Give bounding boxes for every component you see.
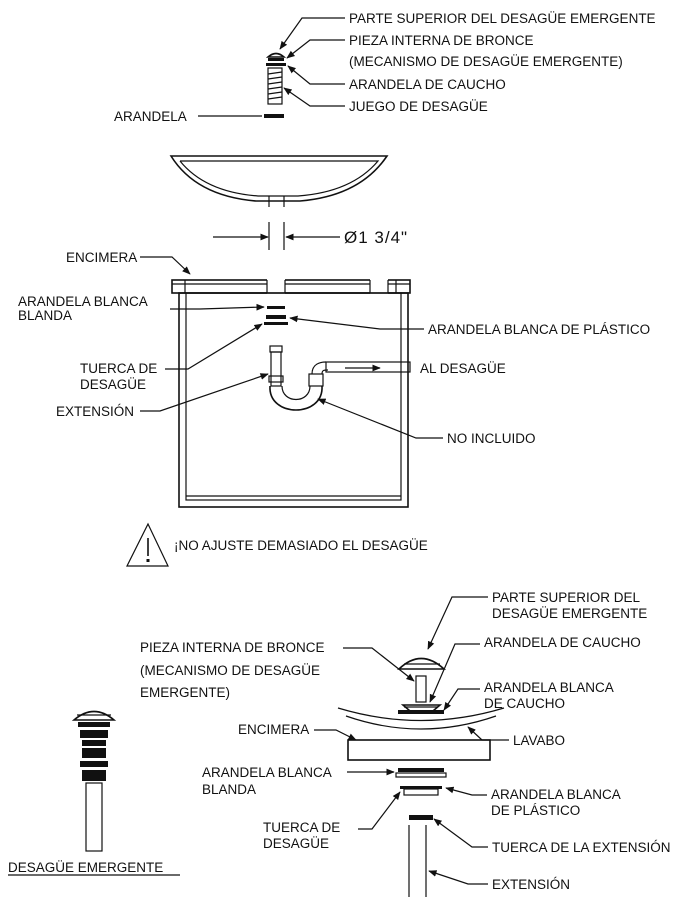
drain-body [267, 67, 283, 105]
label-b-rubber-washer: ARANDELA DE CAUCHO [484, 635, 641, 650]
extension-nut [409, 815, 433, 820]
label-b-countertop: ENCIMERA [238, 722, 309, 737]
cabinet-labels: ENCIMERA ARANDELA BLANCA BLANDA TUERCA D… [18, 250, 650, 446]
label-soft-white-washer-2: BLANDA [18, 308, 72, 323]
cabinet [171, 278, 411, 508]
label-b-drain-nut-2: DESAGÜE [263, 836, 329, 851]
label-rubber-washer: ARANDELA DE CAUCHO [349, 77, 506, 92]
bottom-leaders [314, 596, 509, 885]
drain-top-cap [265, 52, 287, 58]
label-b-brass-insert-2: (MECANISMO DE DESAGÜE [140, 663, 320, 678]
label-b-extension: EXTENSIÓN [492, 877, 570, 892]
label-washer: ARANDELA [114, 109, 187, 124]
label-b-plastic-washer: ARANDELA BLANCA [491, 787, 621, 802]
label-brass-insert: PIEZA INTERNA DE BRONCE [349, 33, 534, 48]
drain-thread [267, 71, 283, 100]
label-b-soft-washer-2: BLANDA [202, 782, 256, 797]
warning-text: ¡NO AJUSTE DEMASIADO EL DESAGÜE [174, 538, 428, 553]
label-extension: EXTENSIÓN [56, 404, 134, 419]
label-b-drain-nut: TUERCA DE [263, 820, 340, 835]
bottom-plastic-washer [400, 786, 442, 789]
label-drain-top: PARTE SUPERIOR DEL DESAGÜE EMERGENTE [349, 11, 656, 26]
washer [264, 114, 284, 118]
drain-nut [264, 322, 288, 325]
basin-arc-1 [337, 707, 505, 722]
top-drain-assembly [264, 52, 287, 118]
label-not-included: NO INCLUIDO [447, 431, 536, 446]
label-b-brass-insert-3: EMERGENTE) [140, 685, 230, 700]
label-b-brass-insert: PIEZA INTERNA DE BRONCE [140, 640, 325, 655]
label-b-soft-washer: ARANDELA BLANCA [202, 765, 332, 780]
label-drain-nut-2: DESAGÜE [80, 377, 146, 392]
warning-icon [126, 522, 169, 567]
label-countertop: ENCIMERA [66, 250, 137, 265]
label-drain-nut: TUERCA DE [80, 361, 157, 376]
label-b-plastic-washer-2: DE PLÁSTICO [491, 803, 580, 818]
warning: ¡NO AJUSTE DEMASIADO EL DESAGÜE [126, 522, 428, 567]
label-brass-insert-note: (MECANISMO DE DESAGÜE EMERGENTE) [349, 54, 623, 69]
label-soft-white-washer: ARANDELA BLANCA [18, 294, 148, 309]
soft-white-washer [267, 306, 285, 309]
white-plastic-washer [266, 315, 286, 319]
rubber-washer [266, 63, 286, 66]
top-labels: PARTE SUPERIOR DEL DESAGÜE EMERGENTE PIE… [114, 11, 656, 124]
bottom-brass-insert [415, 675, 427, 703]
cabinet-parts [264, 306, 411, 411]
dimension-callout: Ø1 3/4" [213, 222, 408, 250]
label-b-drain-top: PARTE SUPERIOR DEL [492, 590, 641, 605]
label-drain-kit: JUEGO DE DESAGÜE [349, 99, 488, 114]
diameter-dimension: Ø1 3/4" [344, 228, 408, 247]
product-caption: DESAGÜE EMERGENTE [8, 860, 163, 875]
basin-arc-2 [345, 715, 497, 730]
p-trap [268, 345, 411, 411]
bottom-labels: PARTE SUPERIOR DEL DESAGÜE EMERGENTE PIE… [140, 590, 671, 892]
bottom-assembly [337, 657, 505, 897]
cabinet-leaders [140, 256, 443, 439]
bottom-countertop [347, 739, 491, 761]
label-white-plastic-washer: ARANDELA BLANCA DE PLÁSTICO [428, 322, 650, 337]
white-rubber-washer [398, 710, 444, 714]
bottom-soft-washer [398, 768, 444, 772]
label-to-drain: AL DESAGÜE [420, 361, 506, 376]
label-b-extension-nut: TUERCA DE LA EXTENSIÓN [492, 840, 671, 855]
label-b-drain-top-2: DESAGÜE EMERGENTE [492, 606, 647, 621]
label-b-white-rubber-washer: ARANDELA BLANCA [484, 680, 614, 695]
top-leaders [198, 17, 345, 117]
pop-up-drain-product: DESAGÜE EMERGENTE [8, 710, 180, 876]
label-b-white-rubber-washer-2: DE CAUCHO [484, 696, 565, 711]
sink-bowl [169, 155, 389, 207]
brass-insert [268, 58, 284, 61]
label-b-basin: LAVABO [513, 733, 565, 748]
